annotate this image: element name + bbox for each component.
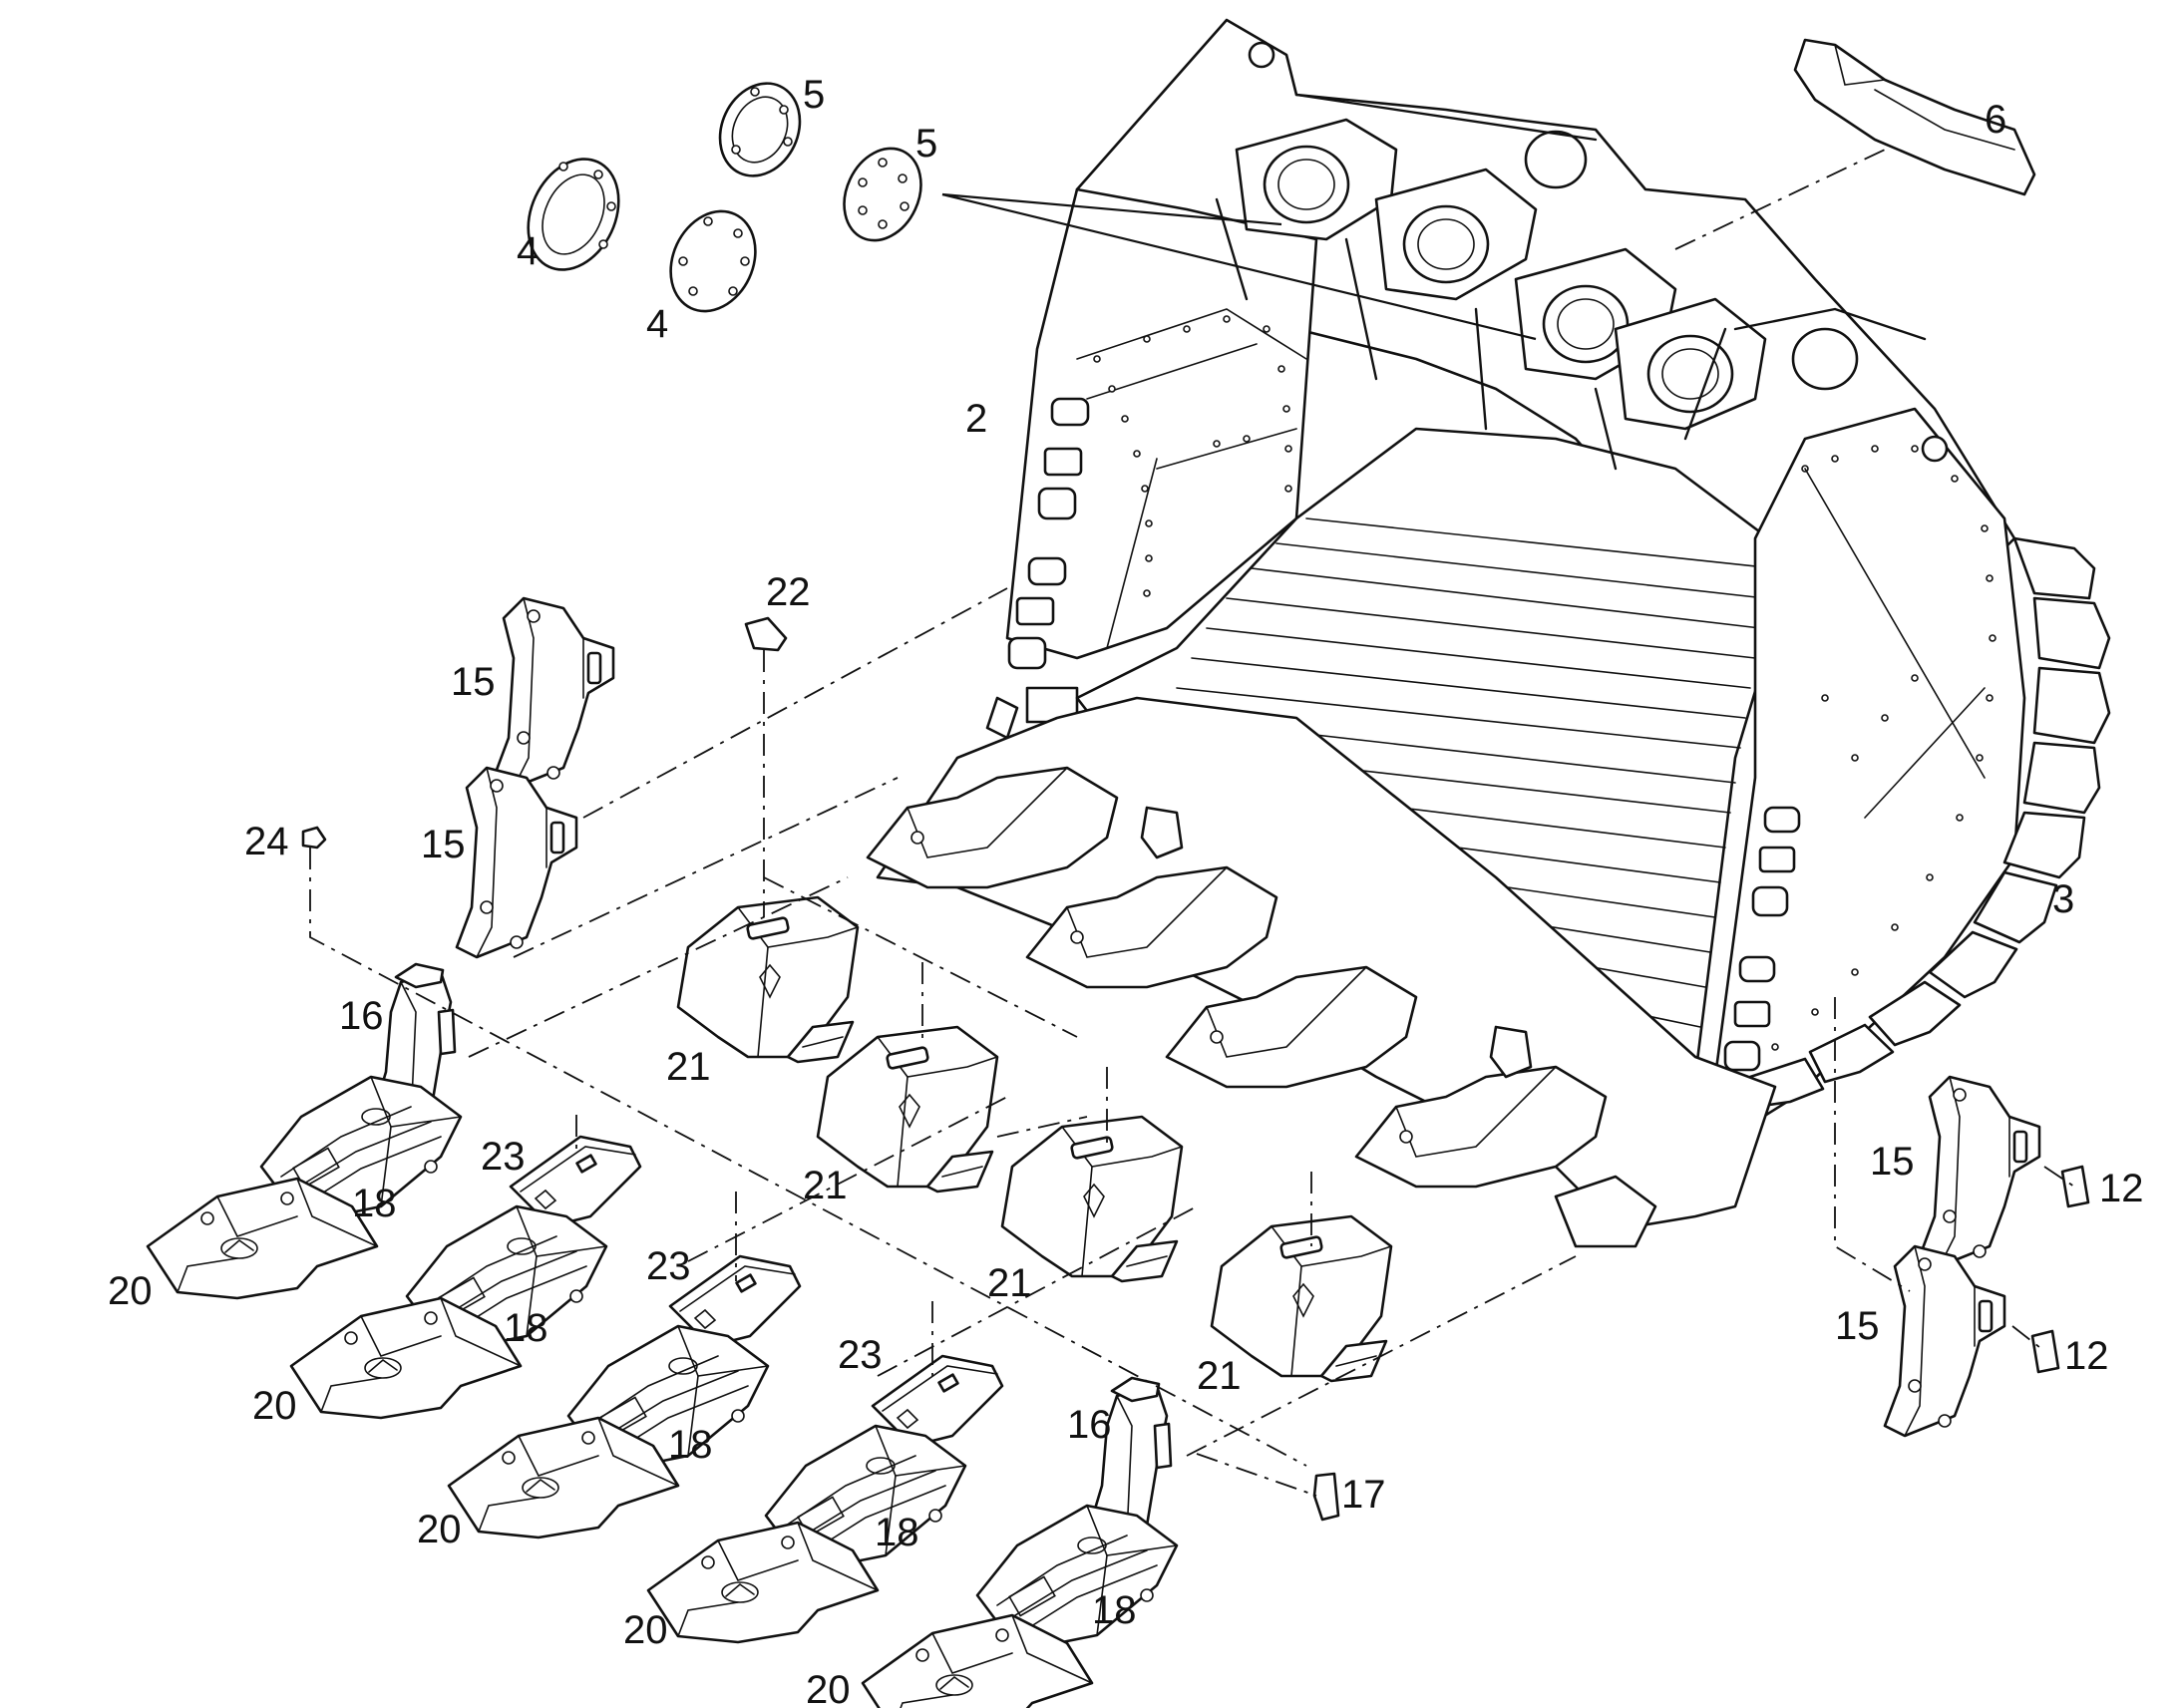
callout-21: 21 (666, 1045, 711, 1089)
right-slot-column (1723, 806, 1801, 1072)
callout-20: 20 (252, 1384, 297, 1428)
callout-23: 23 (838, 1333, 883, 1377)
callout-21: 21 (987, 1261, 1032, 1305)
callout-24: 24 (244, 820, 289, 863)
callout-20: 20 (417, 1508, 462, 1551)
part-15-shroud-1 (492, 596, 615, 790)
part-5-ring (718, 82, 802, 177)
part-21-shroud-3 (1000, 1115, 1184, 1283)
callout-15: 15 (451, 660, 496, 704)
pin-bosses (1215, 41, 1949, 471)
right-wear-segments (1748, 536, 2111, 1109)
callout-16: 16 (1067, 1403, 1112, 1447)
callout-20: 20 (108, 1269, 153, 1313)
callout-15: 15 (1835, 1304, 1880, 1348)
callout-21: 21 (1197, 1354, 1242, 1398)
part-5-disc (843, 147, 922, 242)
part-21-shroud-1 (676, 895, 860, 1064)
part-24-key (301, 826, 327, 850)
callout-15: 15 (1870, 1140, 1915, 1184)
callout-5: 5 (803, 73, 825, 117)
callout-18: 18 (352, 1182, 397, 1225)
callout-21: 21 (803, 1164, 848, 1207)
part-4-ring-b (669, 209, 757, 313)
callout-18: 18 (1092, 1588, 1137, 1632)
callout-12: 12 (2099, 1167, 2144, 1210)
part-15-shroud-3 (1918, 1075, 2041, 1268)
assembly-lines (309, 149, 2075, 1497)
callout-16: 16 (339, 994, 384, 1038)
callout-15: 15 (421, 823, 466, 866)
left-rivets (1093, 315, 1292, 597)
callout-18: 18 (668, 1423, 713, 1467)
part-12-pin-a (2060, 1165, 2090, 1208)
part-22-key (744, 616, 788, 652)
callout-18: 18 (875, 1511, 919, 1554)
callout-12: 12 (2064, 1334, 2109, 1378)
callout-2: 2 (965, 397, 987, 441)
callout-3: 3 (2052, 877, 2074, 921)
part-15-shroud-4 (1883, 1244, 2006, 1438)
callout-23: 23 (481, 1135, 526, 1179)
callout-17: 17 (1341, 1473, 1386, 1517)
callout-6: 6 (1985, 98, 2006, 142)
part-15-shroud-2 (455, 766, 578, 959)
callout-18: 18 (504, 1306, 548, 1350)
callout-23: 23 (646, 1244, 691, 1288)
callout-20: 20 (806, 1668, 851, 1708)
part-6-wear-bar (1793, 38, 2036, 196)
callout-4: 4 (646, 302, 668, 346)
callout-4: 4 (517, 229, 539, 273)
callout-22: 22 (766, 570, 811, 614)
callout-5: 5 (915, 122, 937, 166)
part-12-pin-b (2030, 1329, 2060, 1374)
part-17-lock (1312, 1472, 1340, 1522)
callout-20: 20 (623, 1608, 668, 1652)
callout-labels: 2 3 4 4 5 5 6 12 12 15 15 15 15 16 16 17… (108, 73, 2144, 1708)
mounted-lip-adapters (866, 766, 1657, 1248)
right-rivets (1771, 445, 1997, 1051)
part-4-ring-a (527, 158, 620, 271)
